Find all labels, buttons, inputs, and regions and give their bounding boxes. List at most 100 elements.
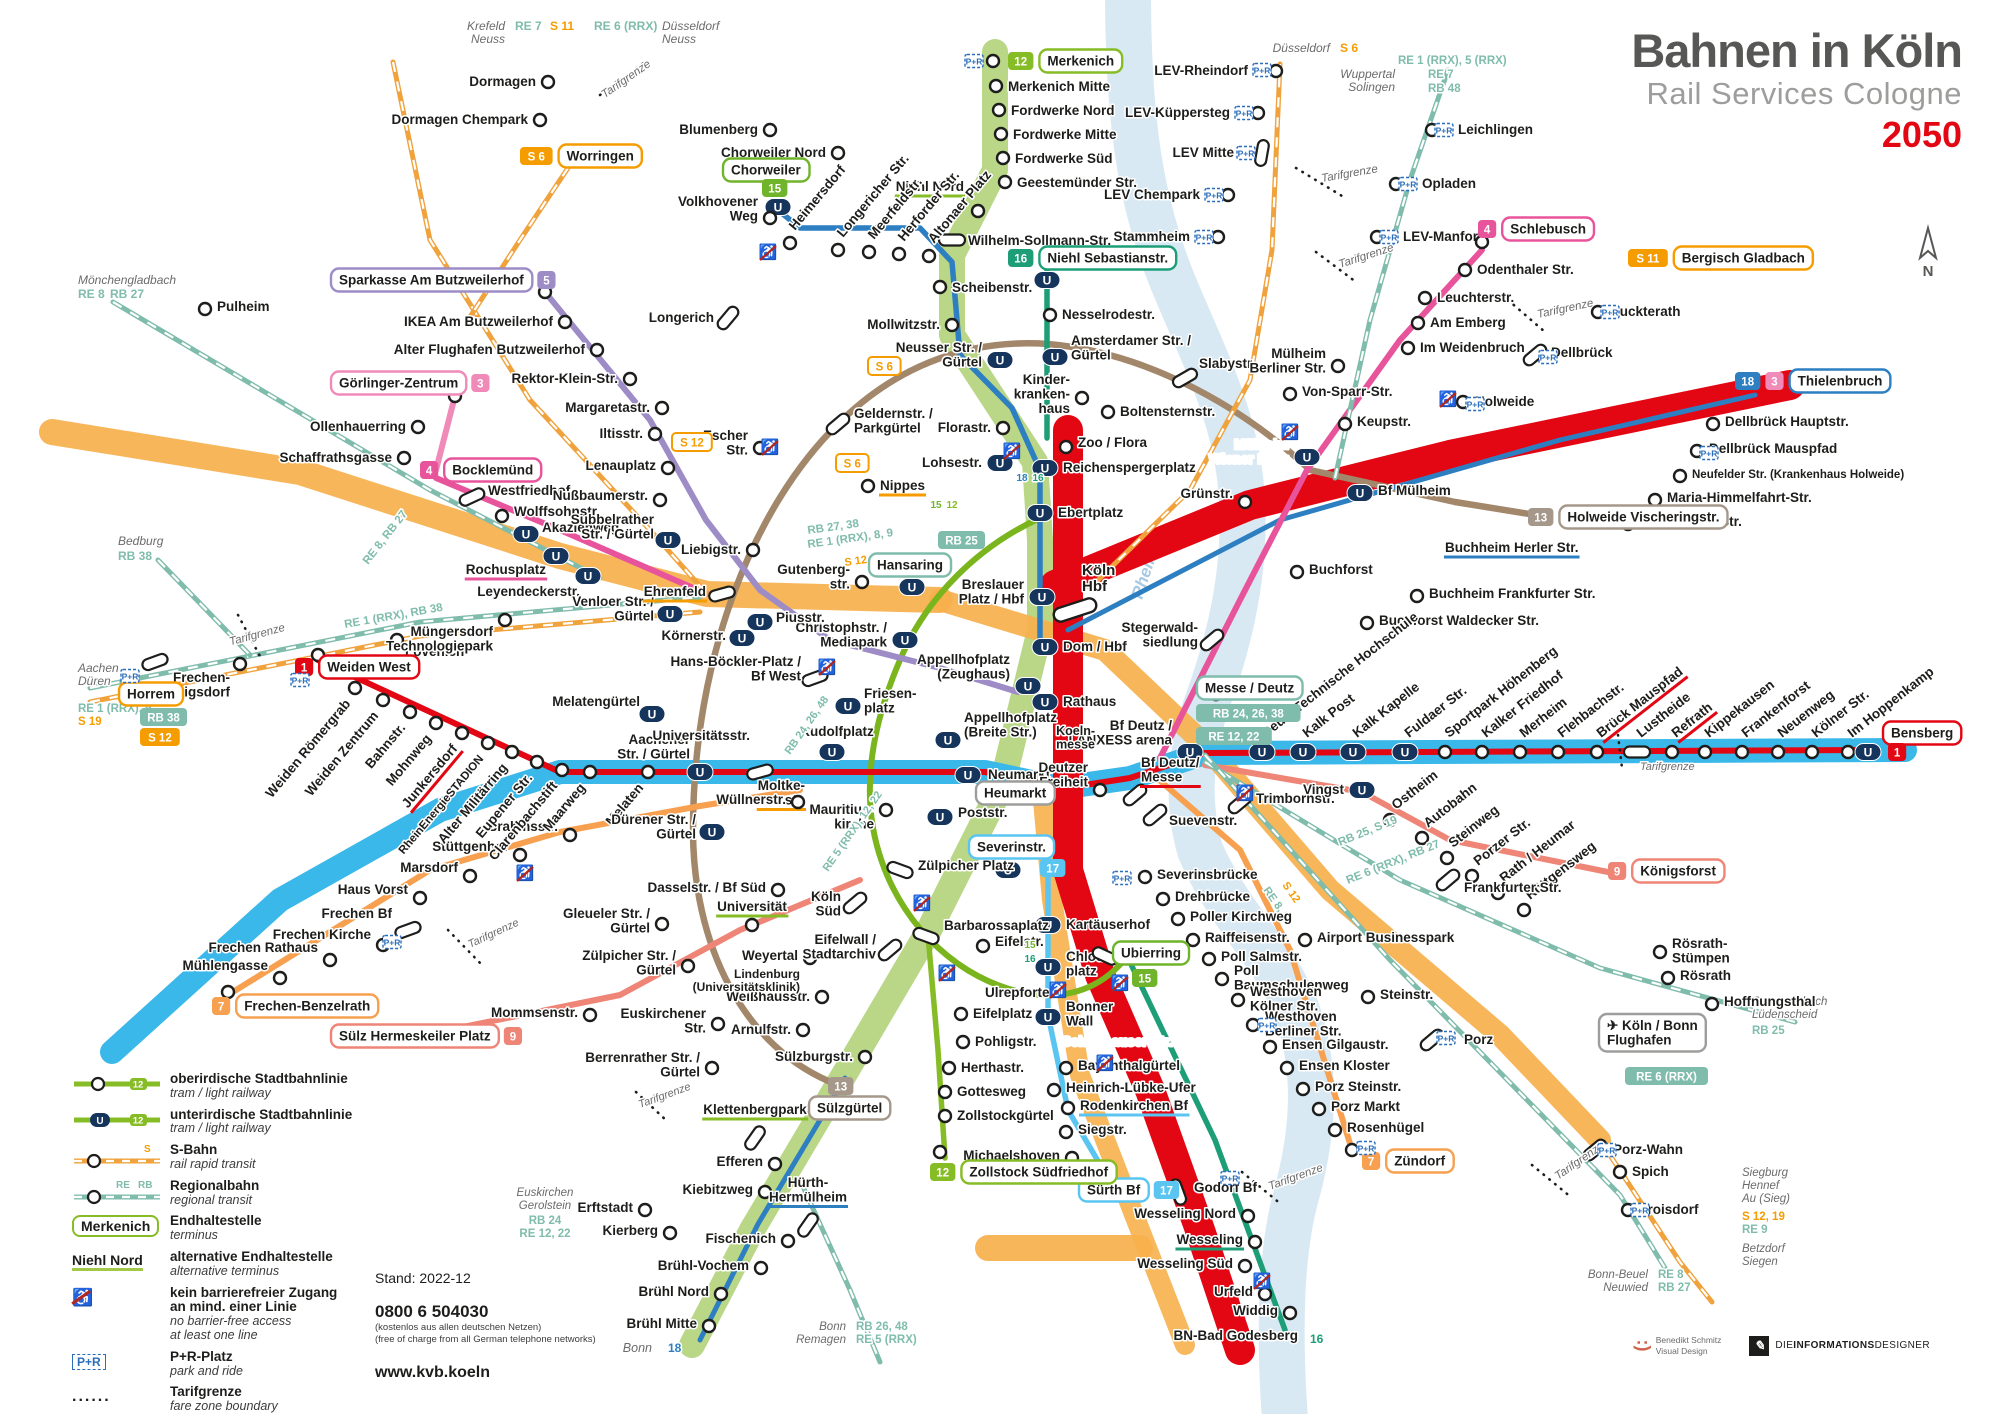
terminus-box[interactable]: Holweide Vischeringstr. xyxy=(1558,504,1729,530)
line-badge[interactable]: S 12 xyxy=(671,432,713,452)
station-dot[interactable] xyxy=(322,952,338,968)
station-dot[interactable] xyxy=(1074,390,1090,406)
station-dot[interactable] xyxy=(1734,744,1750,760)
line-badge[interactable]: 9 xyxy=(1608,862,1627,880)
station-underground[interactable]: U xyxy=(1346,484,1374,502)
terminus-box[interactable]: Bergisch Gladbach xyxy=(1672,245,1815,271)
station-dot[interactable] xyxy=(1672,468,1688,484)
station-underground[interactable]: U xyxy=(1034,1008,1062,1026)
station-dot[interactable] xyxy=(757,1184,773,1200)
station-dot[interactable] xyxy=(937,1084,953,1100)
station-dot[interactable] xyxy=(1282,386,1298,402)
station-dot[interactable] xyxy=(1230,992,1246,1008)
station-underground[interactable]: U xyxy=(986,351,1014,369)
station-underground[interactable]: U xyxy=(1289,743,1317,761)
station-pill[interactable] xyxy=(1254,139,1270,167)
station-dot[interactable] xyxy=(1439,850,1455,866)
line-badge[interactable]: 15 xyxy=(762,179,788,197)
station-dot[interactable] xyxy=(1214,971,1230,987)
line-badge[interactable]: 3 xyxy=(471,374,490,392)
station-underground[interactable]: U xyxy=(1176,743,1204,761)
station-dot[interactable] xyxy=(1170,911,1186,927)
line-badge[interactable]: 1 xyxy=(295,658,314,676)
station-underground[interactable]: U xyxy=(891,631,919,649)
station-dot[interactable] xyxy=(529,754,545,770)
station-dot[interactable] xyxy=(402,704,418,720)
line-badge[interactable]: S 6 xyxy=(520,147,553,165)
station-dot[interactable] xyxy=(497,612,513,628)
station-dot[interactable] xyxy=(220,984,236,1000)
station-dot[interactable] xyxy=(504,744,520,760)
station-pill[interactable] xyxy=(842,890,869,915)
station-pill[interactable] xyxy=(1199,627,1226,652)
station-dot[interactable] xyxy=(1664,744,1680,760)
station-dot[interactable] xyxy=(532,112,548,128)
station-dot[interactable] xyxy=(428,715,444,731)
station-dot[interactable] xyxy=(701,1318,717,1334)
station-underground[interactable]: U xyxy=(1041,348,1069,366)
station-pill[interactable] xyxy=(1435,867,1462,892)
station-dot[interactable] xyxy=(512,847,528,863)
station-dot[interactable] xyxy=(582,764,598,780)
station-dot[interactable] xyxy=(1409,588,1425,604)
station-main-hbf[interactable] xyxy=(1052,597,1098,624)
station-dot[interactable] xyxy=(878,802,894,818)
station-dot[interactable] xyxy=(494,508,510,524)
station-underground[interactable]: U xyxy=(1391,743,1419,761)
line-badge[interactable]: S 11 xyxy=(1628,249,1668,267)
terminus-box[interactable]: Chorweiler xyxy=(721,157,811,183)
station-underground[interactable]: U xyxy=(1293,448,1321,466)
station-underground[interactable]: U xyxy=(542,547,570,565)
station-dot[interactable] xyxy=(1457,262,1473,278)
station-dot[interactable] xyxy=(767,1156,783,1172)
station-dot[interactable] xyxy=(1474,744,1490,760)
station-dot[interactable] xyxy=(1058,1124,1074,1140)
station-dot[interactable] xyxy=(985,53,1001,69)
station-dot[interactable] xyxy=(654,400,670,416)
station-underground[interactable]: U xyxy=(1034,916,1062,934)
terminus-box[interactable]: Merkenich xyxy=(1038,48,1124,74)
station-dot[interactable] xyxy=(790,794,806,810)
terminus-box[interactable]: Zollstock Südfriedhof xyxy=(960,1159,1118,1185)
line-badge[interactable]: 5 xyxy=(537,271,556,289)
station-dot[interactable] xyxy=(1327,1122,1343,1138)
station-dot[interactable] xyxy=(1359,615,1375,631)
line-badge[interactable]: 12 xyxy=(1008,52,1034,70)
line-badge[interactable]: RB 38 xyxy=(140,708,187,726)
line-badge[interactable]: RB 24, 26, 38 xyxy=(1196,704,1301,722)
terminus-box[interactable]: Bensberg xyxy=(1881,720,1963,746)
station-dot[interactable] xyxy=(1360,989,1376,1005)
terminus-box[interactable]: Zündorf xyxy=(1384,1148,1455,1174)
station-dot[interactable] xyxy=(680,958,696,974)
station-underground[interactable]: U xyxy=(686,763,714,781)
station-underground[interactable]: U xyxy=(1014,677,1042,695)
station-underground[interactable]: U xyxy=(1026,504,1054,522)
line-badge[interactable]: 15 xyxy=(1132,969,1158,987)
station-dot[interactable] xyxy=(1550,744,1566,760)
station-dot[interactable] xyxy=(713,1286,729,1302)
station-dot[interactable] xyxy=(396,450,412,466)
station-pill[interactable] xyxy=(796,1211,820,1239)
station-dot[interactable] xyxy=(1220,187,1236,203)
station-underground[interactable]: U xyxy=(926,808,954,826)
station-dot[interactable] xyxy=(1155,891,1171,907)
station-pill[interactable] xyxy=(1622,745,1652,759)
station-underground[interactable]: U xyxy=(698,823,726,841)
station-dot[interactable] xyxy=(753,1260,769,1276)
station-dot[interactable] xyxy=(1804,744,1820,760)
station-dot[interactable] xyxy=(993,126,1009,142)
station-underground[interactable]: U xyxy=(954,766,982,784)
station-underground[interactable]: U xyxy=(1348,781,1376,799)
station-dot[interactable] xyxy=(1647,492,1663,508)
station-dot[interactable] xyxy=(1704,996,1720,1012)
station-pill[interactable] xyxy=(1142,802,1169,827)
station-dot[interactable] xyxy=(480,735,496,751)
website-link[interactable]: www.kvb.koeln xyxy=(375,1363,490,1381)
station-dot[interactable] xyxy=(997,174,1013,190)
station-dot[interactable] xyxy=(1237,1258,1253,1274)
station-dot[interactable] xyxy=(1137,869,1153,885)
station-dot[interactable] xyxy=(1705,416,1721,432)
line-badge[interactable]: RE 12, 22 xyxy=(1196,727,1272,745)
station-pill[interactable] xyxy=(877,937,904,962)
station-dot[interactable] xyxy=(1589,744,1605,760)
